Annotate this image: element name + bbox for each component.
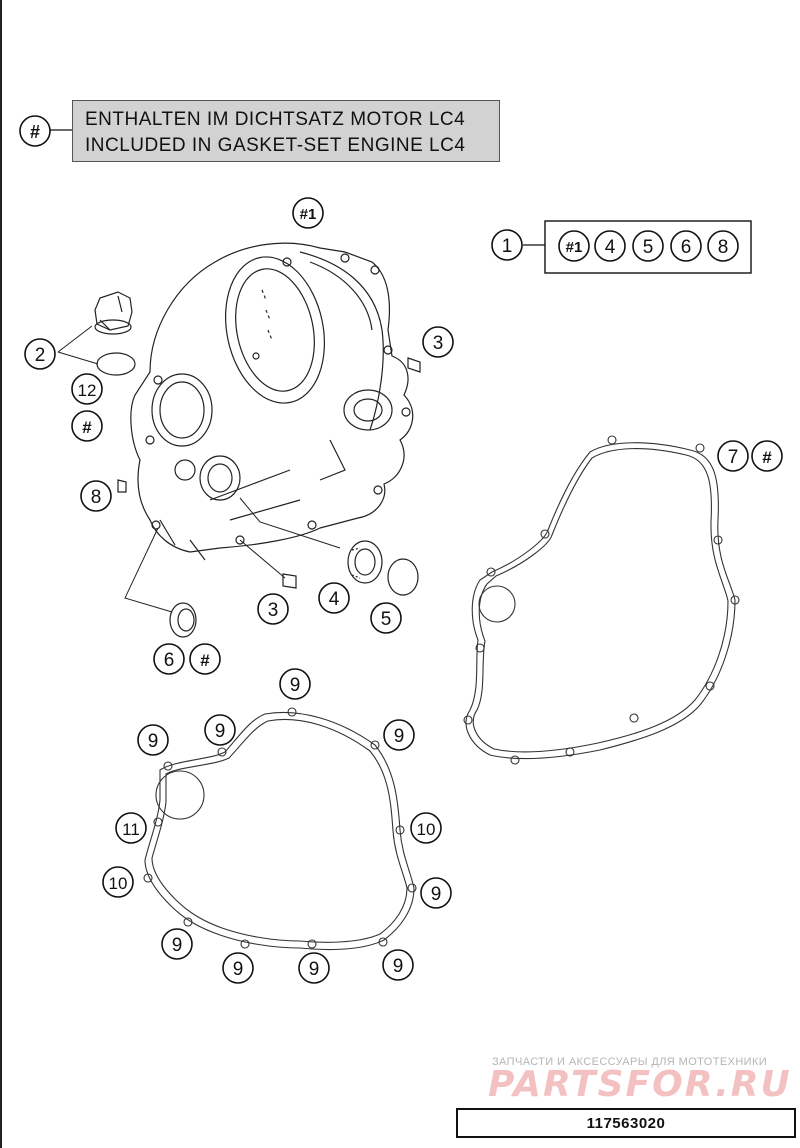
kit-member-5: 8 (718, 237, 729, 258)
part-number: 117563020 (586, 1114, 666, 1132)
callout-9-b: 9 (215, 721, 226, 742)
callout-9-h: 9 (309, 959, 320, 980)
screw-bottom (282, 573, 297, 589)
watermark-tagline: ЗАПЧАСТИ И АКСЕССУАРЫ ДЛЯ МОТОТЕХНИКИ (492, 1056, 768, 1068)
callout-11: 11 (122, 820, 140, 839)
leader-lines (57, 325, 341, 613)
part-number-box: 117563020 (456, 1108, 796, 1138)
callout-screw-bottom: 3 (268, 600, 279, 621)
callout-9-g: 9 (233, 959, 244, 980)
kit-member-4: 6 (681, 237, 692, 258)
callout-small-plug: 8 (91, 487, 102, 508)
callout-oring: 12 (78, 381, 97, 400)
callout-screw-top: 3 (433, 333, 444, 354)
callout-10-b: 10 (109, 874, 128, 893)
callout-oring-small: 5 (381, 609, 392, 630)
callout-9-a: 9 (290, 675, 301, 696)
cover-gasket (463, 435, 740, 765)
kit-member-3: 5 (643, 237, 654, 258)
callout-oring-hash: # (82, 418, 92, 437)
callout-9-f: 9 (172, 935, 183, 956)
callout-seal-hash: # (200, 651, 210, 670)
bearing (347, 540, 383, 584)
screw-top (407, 357, 421, 373)
callout-9-i: 9 (393, 956, 404, 977)
callout-gasket: 7 (728, 447, 739, 468)
legend-symbol-callout: # (19, 115, 72, 147)
kit-member-1: #1 (566, 239, 583, 256)
callout-9-d: 9 (394, 726, 405, 747)
page-border-left (0, 0, 2, 1148)
legend-box: ENTHALTEN IM DICHTSATZ MOTOR LC4 INCLUDE… (72, 100, 500, 162)
shaft-seal (169, 602, 197, 638)
callout-oil-plug: 2 (35, 345, 46, 366)
inner-gasket (143, 707, 417, 951)
legend-line-en: INCLUDED IN GASKET-SET ENGINE LC4 (85, 135, 466, 156)
kit-box: 1 #1 4 5 6 8 (491, 220, 752, 274)
callout-9-c: 9 (148, 731, 159, 752)
callouts: #1 2 12 # 3 8 3 4 5 6 # 7 # (24, 197, 783, 984)
oil-plug (94, 291, 133, 335)
legend-line-de: ENTHALTEN IM DICHTSATZ MOTOR LC4 (85, 109, 466, 130)
oring-large (96, 352, 136, 376)
callout-bearing: 4 (329, 589, 340, 610)
oring-small (387, 558, 419, 596)
callout-seal: 6 (164, 650, 175, 671)
watermark-logo: PARTSFOR.RU (488, 1064, 792, 1105)
kit-ref: 1 (502, 236, 513, 257)
small-plug (117, 479, 127, 493)
callout-9-e: 9 (431, 884, 442, 905)
clutch-cover (130, 242, 414, 561)
legend-symbol: # (30, 122, 40, 142)
callout-gasket-hash: # (762, 448, 772, 467)
callout-10-a: 10 (417, 820, 436, 839)
kit-member-2: 4 (605, 237, 616, 258)
callout-cover: #1 (300, 206, 317, 223)
